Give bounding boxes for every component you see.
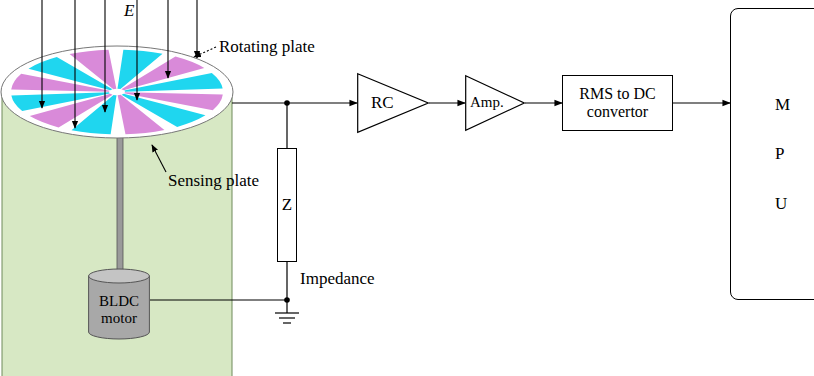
ground-wire — [286, 300, 287, 313]
part-label: Impedance — [300, 270, 375, 289]
plate-sector — [124, 73, 223, 92]
plate-sector — [11, 92, 110, 111]
node-text: Amp. — [470, 94, 504, 111]
field-arrows — [42, 0, 197, 128]
junction-dot — [284, 100, 290, 106]
part-label: Rotating plate — [219, 38, 315, 57]
leader-line — [194, 47, 216, 57]
ground-symbol — [275, 312, 299, 313]
node-text: RMS to DC convertor — [563, 85, 672, 122]
converter-box: RMS to DC convertor — [562, 75, 673, 131]
impedance-wire — [286, 103, 287, 148]
part-label: Sensing plate — [168, 172, 259, 191]
filter-triangle: RC — [357, 73, 429, 133]
connector — [429, 102, 465, 103]
motor-cylinder: BLDC motor — [88, 268, 150, 340]
connector — [150, 262, 287, 300]
plate-sector — [70, 50, 117, 89]
node-text: Z — [282, 195, 292, 215]
plate-disc — [1, 46, 233, 138]
ground-symbol — [279, 317, 295, 318]
connector — [673, 102, 730, 103]
processor-box: M P U — [730, 8, 814, 300]
connector — [525, 102, 562, 103]
amplifier-triangle: Amp. — [465, 75, 525, 131]
signal-wire — [232, 102, 357, 103]
plate-sectors — [11, 50, 223, 135]
leader-line — [152, 145, 166, 172]
ground-symbol — [283, 322, 291, 323]
plate-sector — [118, 95, 165, 134]
field-label: E — [124, 2, 134, 21]
node-text: M P U — [775, 80, 784, 228]
impedance-box: Z — [277, 148, 297, 262]
node-text: BLDC motor — [88, 293, 150, 328]
node-text: RC — [371, 93, 394, 113]
